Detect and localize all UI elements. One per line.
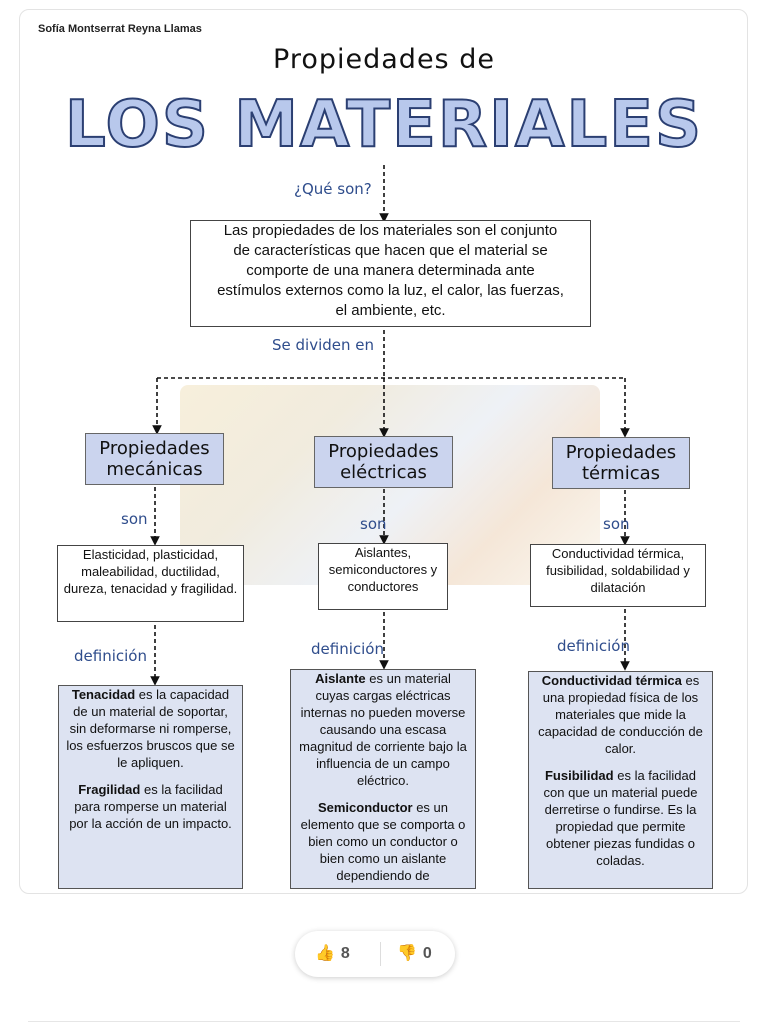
thumbs-up-icon: 👍: [315, 945, 335, 962]
header-termicas-line1: Propiedades: [553, 442, 689, 463]
footer-divider: [28, 1021, 740, 1022]
label-definicion-1: definición: [74, 647, 147, 665]
def-text: es la facilidad con que un material pued…: [544, 768, 698, 868]
label-son-2: son: [360, 515, 387, 533]
header-electricas: Propiedades eléctricas: [314, 436, 453, 488]
downvote-count: 0: [423, 945, 432, 962]
list-electricas-text: Aislantes, semiconductores y conductores: [329, 545, 437, 594]
upvote-button[interactable]: 👍8: [315, 943, 350, 963]
header-mecanicas: Propiedades mecánicas: [85, 433, 224, 485]
header-termicas: Propiedades térmicas: [552, 437, 690, 489]
label-definicion-3: definición: [557, 637, 630, 655]
label-definicion-2: definición: [311, 640, 384, 658]
label-que-son: ¿Qué son?: [294, 180, 372, 198]
def-term: Tenacidad: [72, 687, 135, 702]
upvote-count: 8: [341, 945, 350, 962]
downvote-button[interactable]: 👎0: [397, 943, 432, 963]
header-mecanicas-line2: mecánicas: [86, 459, 223, 480]
def-term: Conductividad térmica: [542, 673, 682, 688]
def-term: Fusibilidad: [545, 768, 614, 783]
vote-widget: 👍8 👎0: [295, 931, 455, 977]
label-son-1: son: [121, 510, 148, 528]
def-term: Fragilidad: [78, 782, 140, 797]
def-term: Aislante: [315, 671, 366, 686]
label-se-dividen: Se dividen en: [272, 336, 374, 354]
def-text: es un material cuyas cargas eléctricas i…: [299, 671, 467, 788]
list-termicas: Conductividad térmica, fusibilidad, sold…: [530, 544, 706, 607]
list-electricas: Aislantes, semiconductores y conductores: [318, 543, 448, 610]
thumbs-down-icon: 👎: [397, 945, 417, 962]
list-mecanicas: Elasticidad, plasticidad, maleabilidad, …: [57, 545, 244, 622]
header-termicas-line2: térmicas: [553, 463, 689, 484]
list-termicas-text: Conductividad térmica, fusibilidad, sold…: [546, 546, 690, 595]
def-electricas: Aislante es un material cuyas cargas elé…: [290, 669, 476, 889]
def-term: Semiconductor: [318, 800, 413, 815]
header-mecanicas-line1: Propiedades: [86, 438, 223, 459]
vote-divider: [380, 942, 381, 966]
list-mecanicas-text: Elasticidad, plasticidad, maleabilidad, …: [64, 547, 237, 596]
intro-box: Las propiedades de los materiales son el…: [190, 220, 591, 327]
def-termicas: Conductividad térmica es una propiedad f…: [528, 671, 713, 889]
intro-text: Las propiedades de los materiales son el…: [217, 222, 564, 319]
label-son-3: son: [603, 515, 630, 533]
header-electricas-line2: eléctricas: [315, 462, 452, 483]
header-electricas-line1: Propiedades: [315, 441, 452, 462]
def-mecanicas: Tenacidad es la capacidad de un material…: [58, 685, 243, 889]
